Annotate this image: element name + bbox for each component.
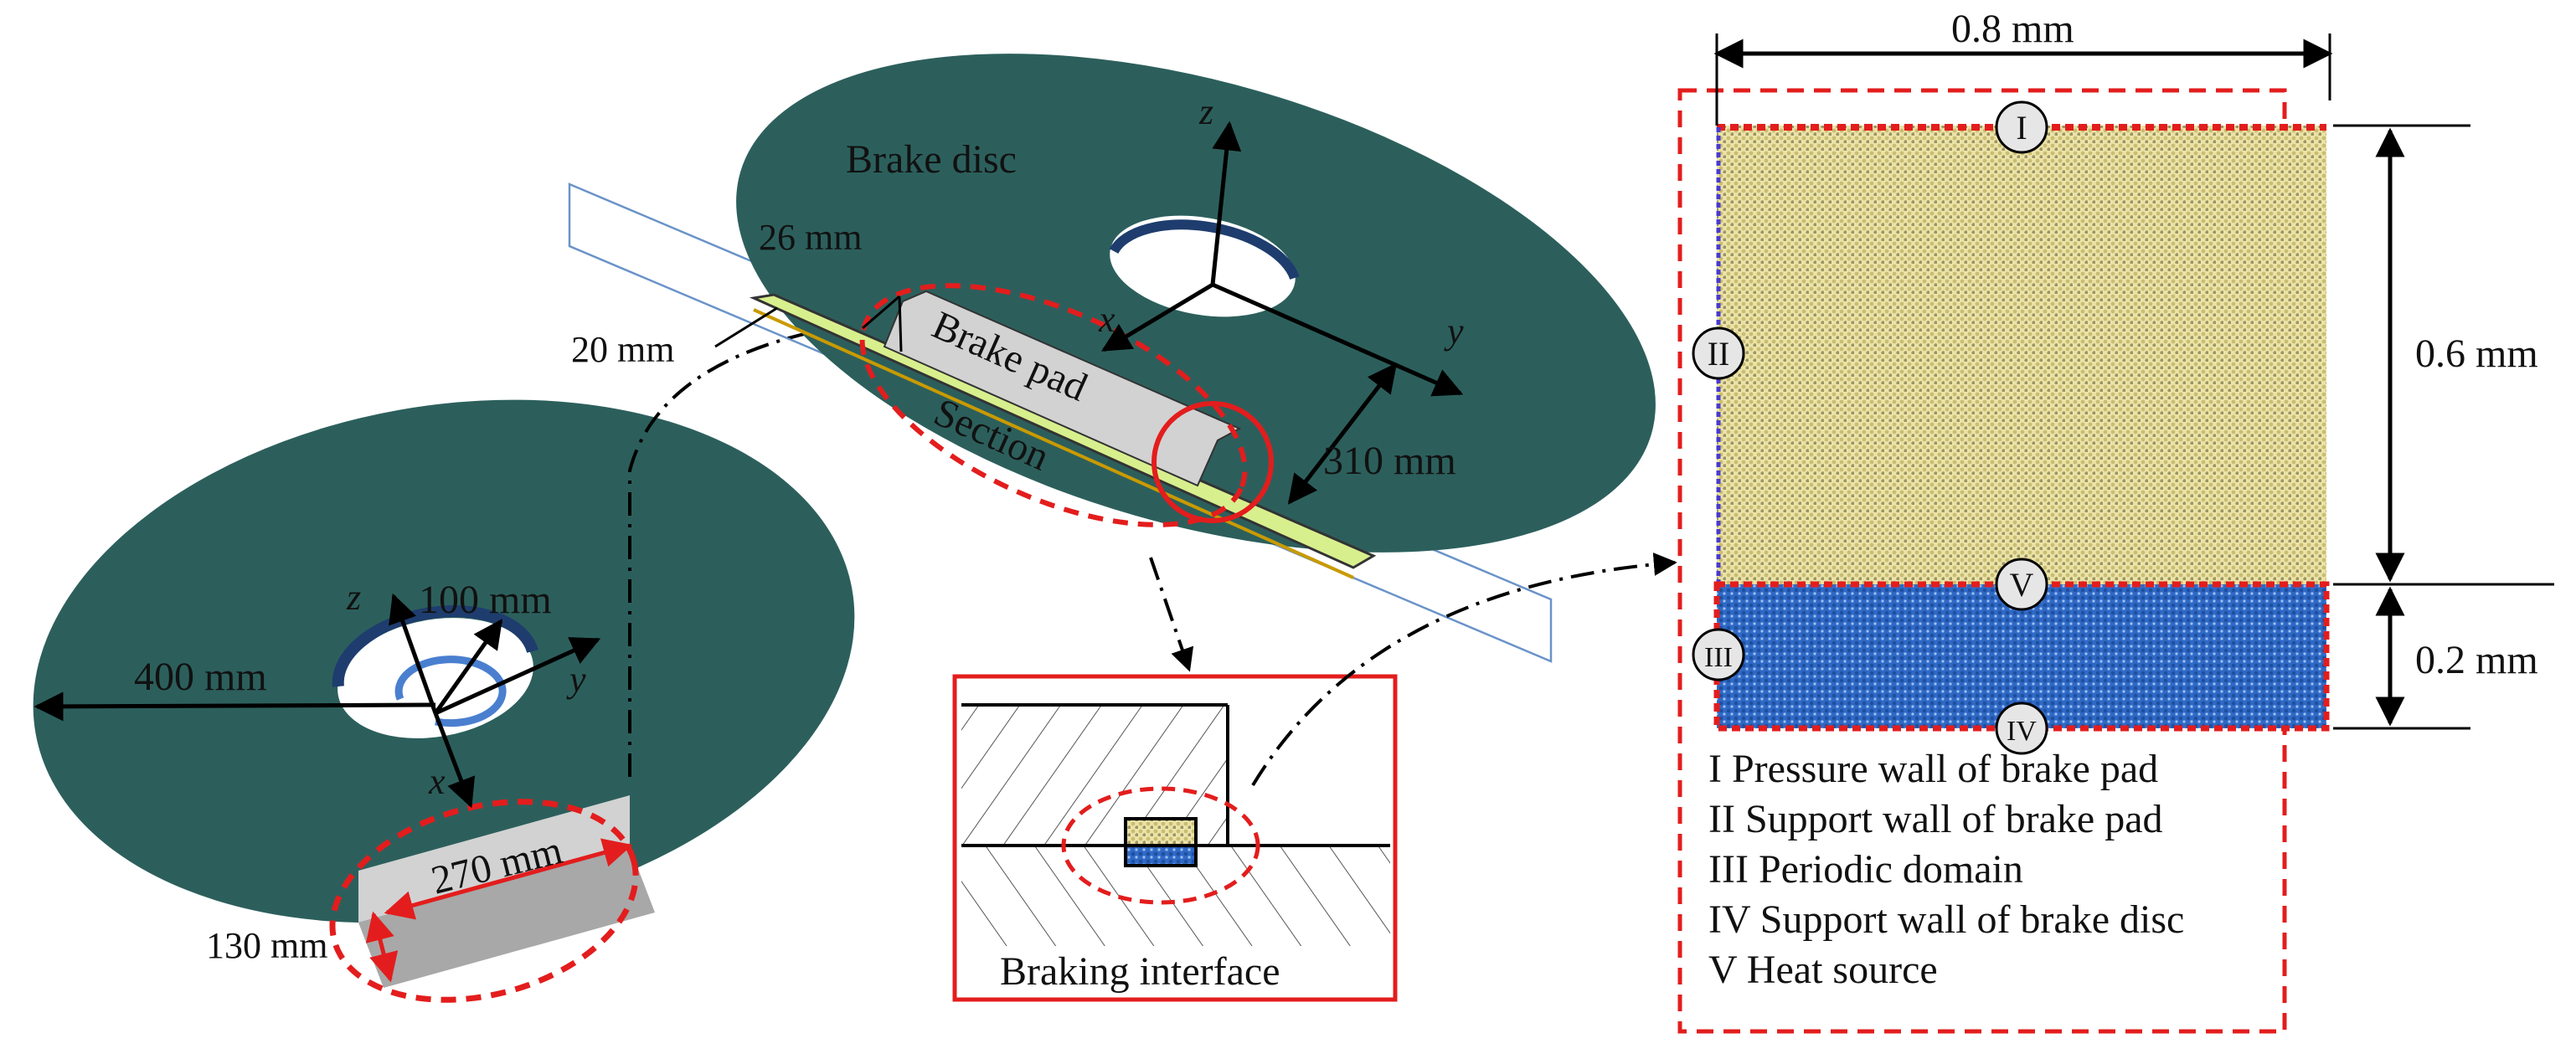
section-edge [753, 308, 1354, 579]
pad-width-label: 130 mm [206, 925, 327, 966]
left-hole-rim [332, 605, 538, 687]
svg-text:I: I [2016, 109, 2027, 147]
connector-pad-to-section [628, 312, 873, 777]
inset-dashed-ellipse [1061, 786, 1260, 905]
top-axis-z [1210, 121, 1242, 285]
svg-text:IV: IV [2007, 716, 2037, 747]
connector-to-domain [1251, 553, 1677, 787]
brake-disc-title: Brake disc [846, 137, 1017, 182]
connector-to-interface [1149, 557, 1194, 672]
thickness-label: 26 mm [759, 217, 862, 258]
left-inner-radius-arrow [433, 619, 503, 715]
left-axis-x [433, 712, 476, 809]
left-inner-radius-label: 100 mm [419, 578, 552, 622]
left-axis-y-label: y [566, 659, 586, 700]
top-radius-label: 310 mm [1323, 439, 1456, 483]
left-axis-z-label: z [346, 577, 361, 618]
top-axis-z-label: z [1198, 91, 1213, 132]
simulation-domain: 0.8 mm 0.6 mm 0.2 mm I II III IV V [1677, 7, 2554, 1034]
thickness-tick [898, 296, 903, 352]
left-pad-dashed-ellipse [329, 799, 639, 1003]
legend-line-2: II Support wall of brake pad [1708, 797, 2163, 841]
top-axis-x-label: x [1098, 299, 1115, 340]
legend-line-4: IV Support wall of brake disc [1708, 897, 2184, 942]
pad-particle-region [1717, 126, 2326, 584]
svg-text:II: II [1708, 335, 1730, 373]
offset-label: 20 mm [571, 329, 674, 370]
upper-height-label: 0.6 mm [2415, 332, 2538, 376]
top-axis-y [1211, 282, 1464, 397]
top-brake-disc: Brake disc z x y Brake pad Section 26 mm… [568, 54, 1656, 663]
inset-sample-pad [1124, 817, 1198, 847]
offset-leader [714, 306, 778, 348]
left-axis-y [434, 637, 601, 716]
top-brake-pad [883, 290, 1242, 487]
inset-sample-disc [1124, 844, 1198, 867]
pad-length-arrow [384, 838, 633, 920]
top-radius-arrow [1287, 362, 1398, 505]
braking-interface-inset: Braking interface [952, 674, 1398, 1002]
marker-V: V [1995, 558, 2048, 611]
marker-II: II [1692, 326, 1745, 380]
left-brake-disc: 270 mm 130 mm z y x 400 mm 100 mm [33, 399, 855, 1003]
svg-text:III: III [1704, 642, 1733, 673]
top-axis-y-label: y [1444, 311, 1464, 352]
svg-text:V: V [2010, 566, 2034, 604]
marker-III: III [1692, 628, 1745, 681]
left-hole-ring-icon [394, 655, 507, 727]
section-strip [749, 293, 1377, 569]
left-axis-x-label: x [428, 761, 446, 802]
legend-line-3: III Periodic domain [1708, 847, 2023, 892]
top-axis-x [1100, 282, 1214, 352]
interface-zoom-circle [1151, 401, 1274, 523]
pad-section-dashed-ellipse [859, 283, 1248, 527]
width-label: 0.8 mm [1951, 7, 2074, 51]
left-axis-z [389, 593, 438, 714]
top-hole-rim [1109, 219, 1300, 280]
lower-height-label: 0.2 mm [2415, 638, 2538, 682]
legend-line-5: V Heat source [1708, 948, 1938, 992]
marker-I: I [1995, 100, 2048, 154]
left-radius-arrow [33, 691, 436, 722]
legend-line-1: I Pressure wall of brake pad [1708, 747, 2158, 791]
pad-width-arrow [365, 911, 399, 983]
inset-caption: Braking interface [1000, 949, 1280, 994]
left-outer-radius-label: 400 mm [134, 655, 267, 699]
marker-IV: IV [1995, 702, 2048, 755]
thickness-leader [862, 295, 900, 330]
